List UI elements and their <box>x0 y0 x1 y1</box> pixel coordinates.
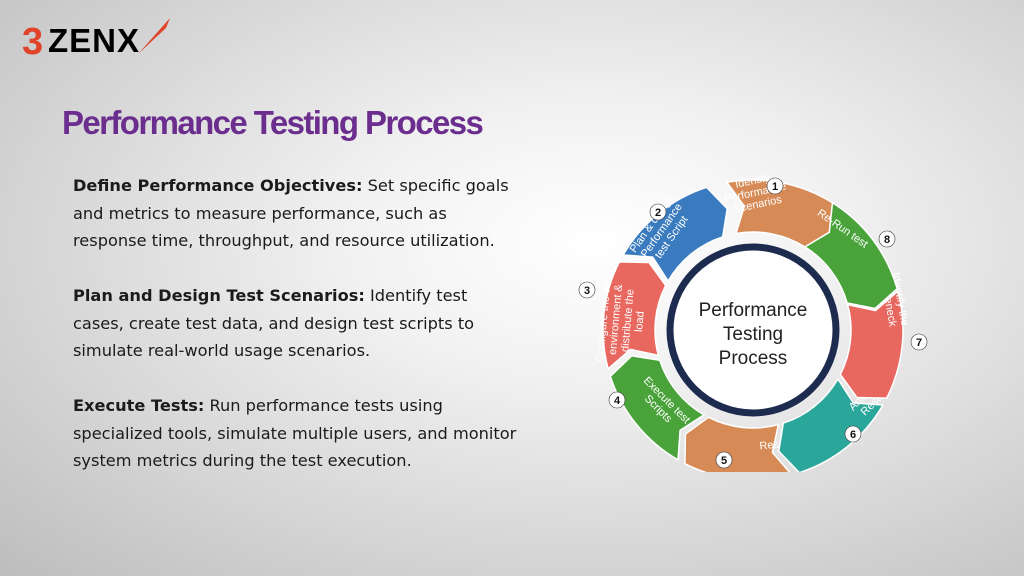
paragraph-body: Run performance tests using specialized … <box>73 396 517 470</box>
step-number-1: 1 <box>772 181 778 193</box>
step-number-badge <box>844 425 862 443</box>
step-number-badge <box>649 203 667 221</box>
step-number-badge <box>608 391 626 409</box>
paragraph-execute: Execute Tests: Run performance tests usi… <box>73 392 523 475</box>
paragraph-body: Set specific goals and metrics to measur… <box>73 176 509 250</box>
step-arrow-2 <box>621 186 729 283</box>
paragraph-scenarios: Plan and Design Test Scenarios: Identify… <box>73 282 523 365</box>
paragraph-body: Identify test cases, create test data, a… <box>73 286 475 360</box>
logo-number: 3 <box>22 21 43 63</box>
page-title: Performance Testing Process <box>62 104 484 141</box>
step-number-3: 3 <box>584 285 590 297</box>
step-arrow-7 <box>839 289 904 399</box>
logo: 3 ZENX <box>20 14 180 64</box>
content-text: Define Performance Objectives: Set speci… <box>73 172 523 502</box>
center-line-2: Testing <box>723 324 783 345</box>
paragraph-heading: Define Performance Objectives: <box>73 176 363 195</box>
step-number-8: 8 <box>884 234 890 246</box>
paragraph-heading: Execute Tests: <box>73 396 205 415</box>
step-arrow-4 <box>609 354 706 462</box>
step-arrow-5 <box>684 416 791 472</box>
step-arrow-8 <box>803 201 899 310</box>
step-number-badge <box>578 281 596 299</box>
step-label-3: Configure the testenvironment &distribut… <box>594 275 649 366</box>
step-number-6: 6 <box>850 429 856 441</box>
step-number-badge <box>766 177 784 195</box>
center-line-3: Process <box>719 348 788 369</box>
step-number-7: 7 <box>916 337 922 349</box>
center-line-1: Performance <box>699 300 808 321</box>
logo-text: ZENX <box>48 22 140 59</box>
center-circle <box>666 243 840 417</box>
step-number-badge <box>910 333 928 351</box>
step-number-badge <box>878 230 896 248</box>
paragraph-heading: Plan and Design Test Scenarios: <box>73 286 365 305</box>
step-number-4: 4 <box>614 395 621 407</box>
step-number-5: 5 <box>721 455 727 467</box>
logo-swoosh-icon <box>138 18 170 54</box>
step-arrow-3 <box>602 261 667 371</box>
step-number-2: 2 <box>655 207 661 219</box>
step-number-badge <box>715 451 733 469</box>
paragraph-objectives: Define Performance Objectives: Set speci… <box>73 172 523 255</box>
